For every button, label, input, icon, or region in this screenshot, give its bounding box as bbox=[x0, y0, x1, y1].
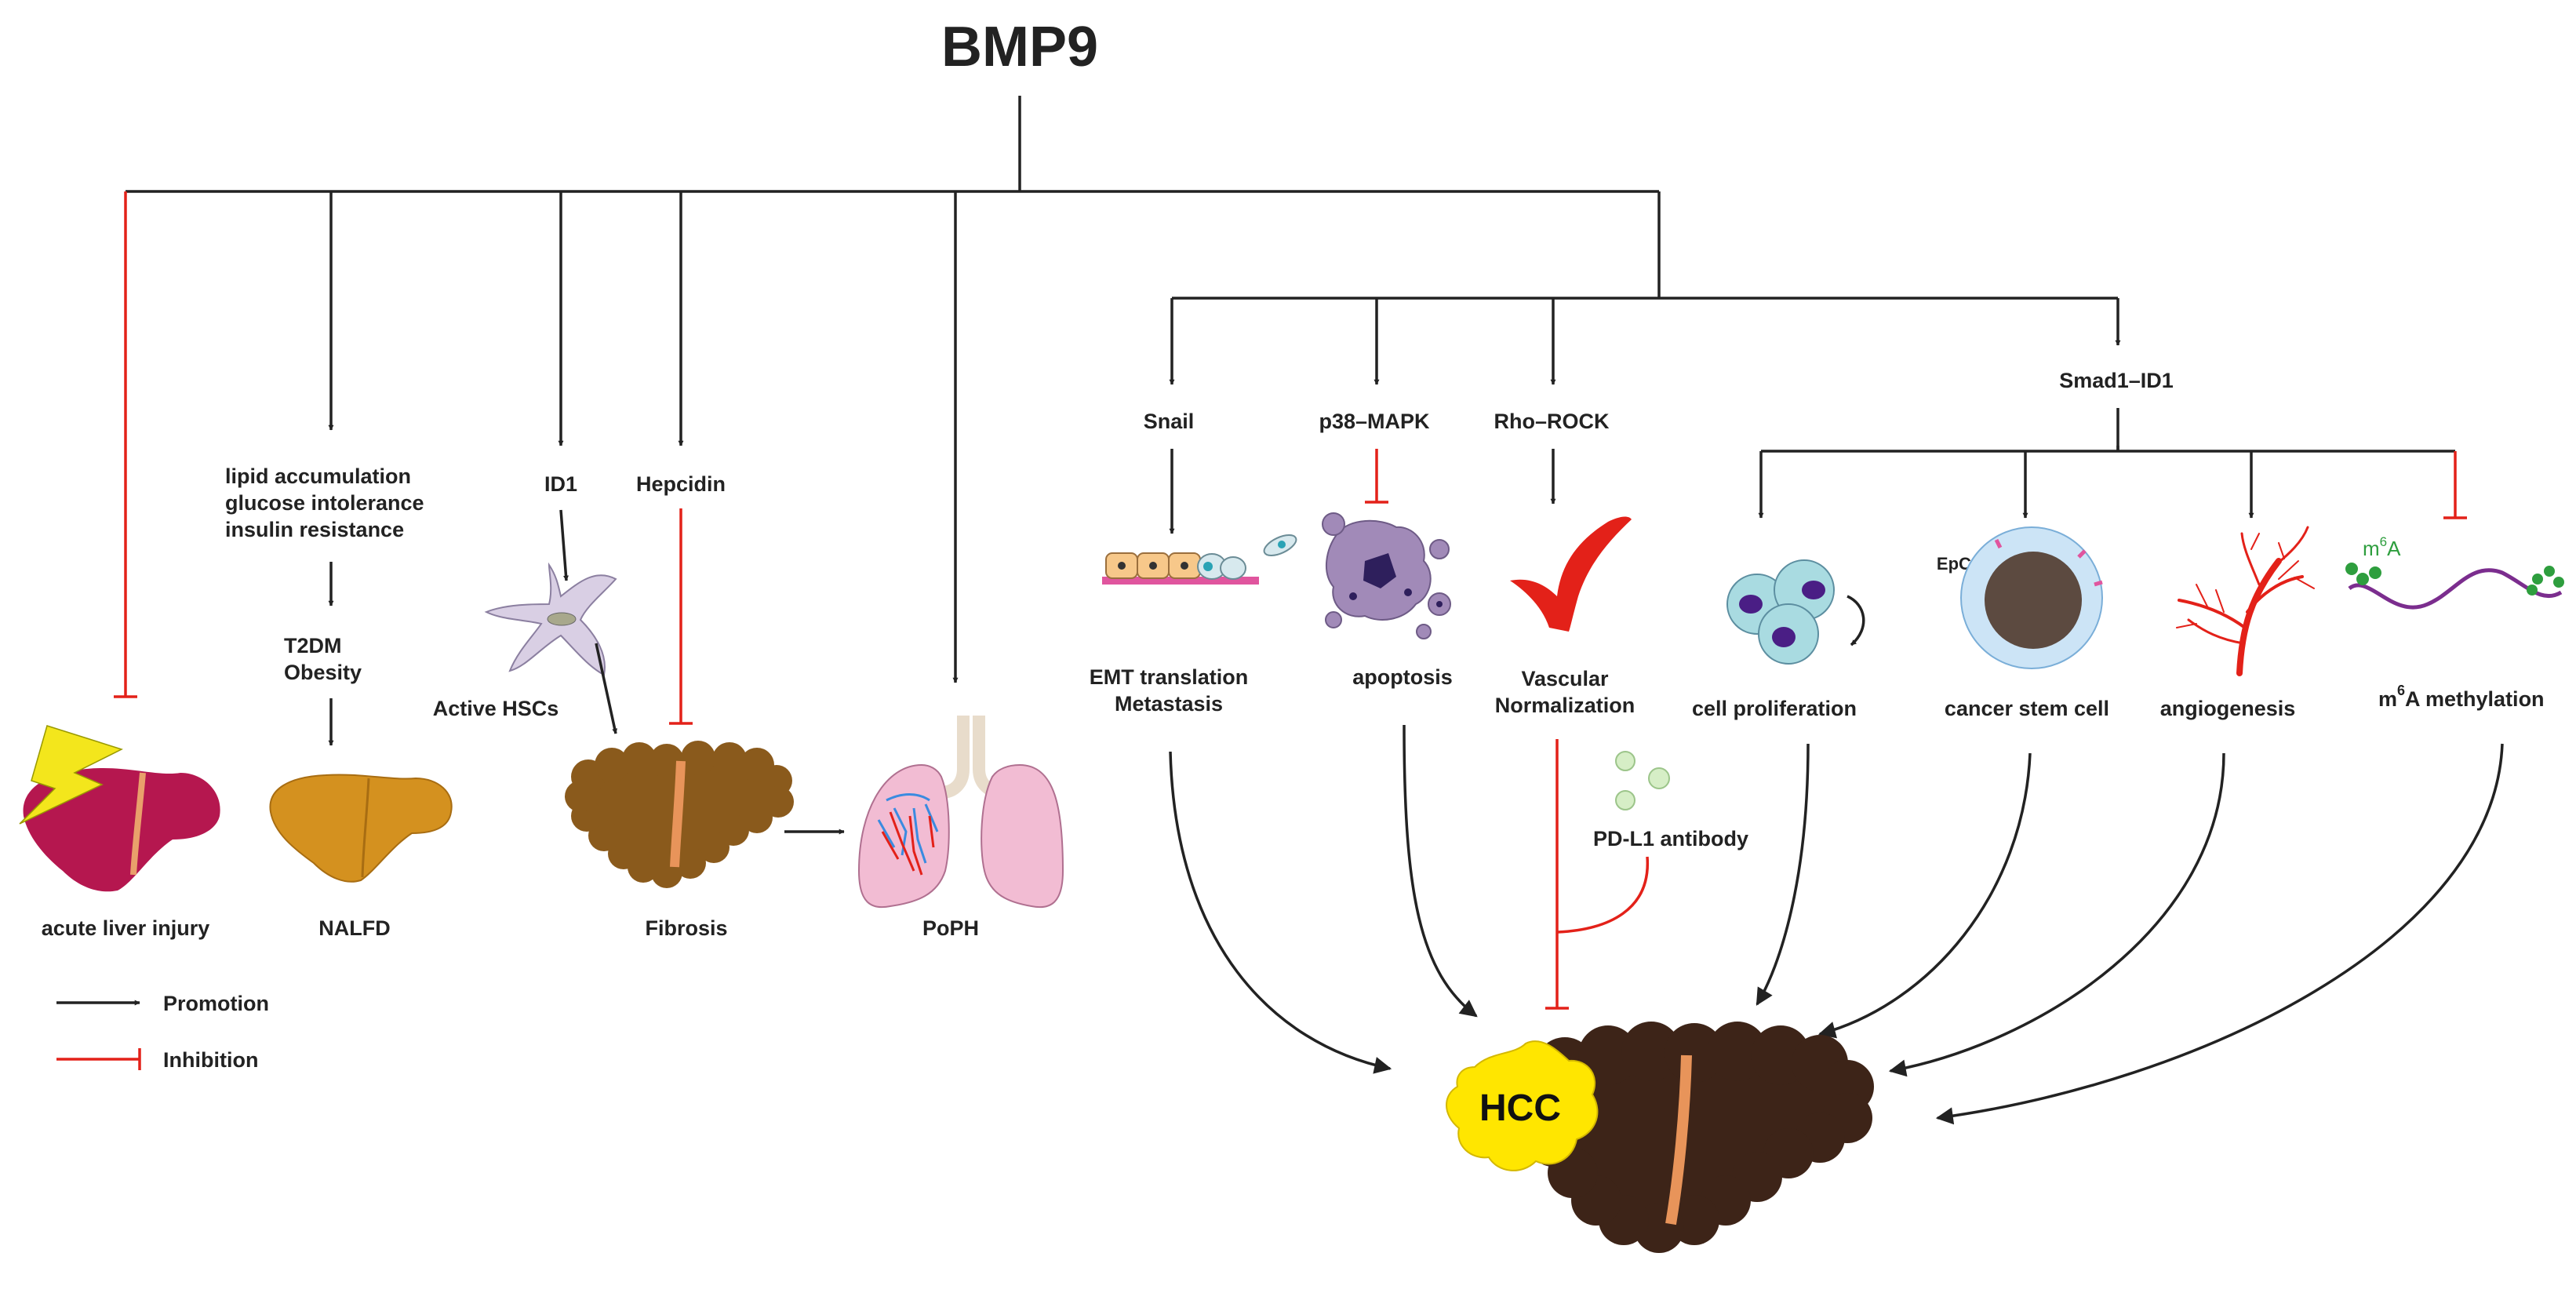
m6a-methylation-label: m6A methylation bbox=[2378, 683, 2545, 711]
p38-mapk-label: p38–MAPK bbox=[1319, 410, 1430, 433]
metastasis-label: Metastasis bbox=[1115, 692, 1223, 716]
obesity-label: Obesity bbox=[284, 661, 362, 684]
emt-cells-icon bbox=[1102, 534, 1297, 585]
normalization-label: Normalization bbox=[1495, 694, 1635, 717]
legend-promotion-label: Promotion bbox=[163, 992, 269, 1015]
legend-inhibition-label: Inhibition bbox=[163, 1048, 258, 1072]
snail-label: Snail bbox=[1144, 410, 1195, 433]
m6a-methylation-branch: m6A m6A methylation bbox=[1935, 534, 2564, 1125]
smad1-id1-branch: Smad1–ID1 bbox=[1758, 298, 2467, 519]
fibrosis-branch: ID1 Active HSCs Hepcidin Fibrosis bbox=[433, 191, 845, 940]
lightning-bolt-icon bbox=[19, 725, 123, 825]
poph-label: PoPH bbox=[922, 916, 979, 940]
diagram-title: BMP9 bbox=[941, 16, 1098, 78]
active-hscs-label: Active HSCs bbox=[433, 697, 559, 720]
cancer-stem-cell-branch: EpCAM cancer stem cell bbox=[1817, 526, 2109, 1039]
smad1-id1-label: Smad1–ID1 bbox=[2059, 369, 2174, 392]
glucose-intolerance-label: glucose intolerance bbox=[225, 491, 424, 515]
angiogenesis-label: angiogenesis bbox=[2160, 697, 2296, 720]
lung-icon bbox=[857, 716, 1064, 909]
id1-label: ID1 bbox=[544, 472, 577, 496]
poph-branch: PoPH bbox=[857, 191, 1064, 940]
rho-vascular-branch: Rho–ROCK Vascular Normalization PD-L1 an… bbox=[1494, 298, 1748, 1010]
hcc-tumor-shape bbox=[1446, 1040, 1599, 1171]
m6a-icon-label: m6A bbox=[2363, 534, 2401, 560]
vascular-label: Vascular bbox=[1521, 667, 1609, 690]
top-connector-tree bbox=[126, 96, 2119, 451]
cancer-stem-cell-icon bbox=[1960, 526, 2103, 669]
cell-proliferation-branch: cell proliferation bbox=[1692, 559, 1865, 1006]
apoptotic-cell-icon bbox=[1322, 512, 1451, 639]
angiogenesis-branch: angiogenesis bbox=[1888, 526, 2315, 1077]
hcc-liver: HCC bbox=[1446, 1022, 1874, 1253]
angiogenesis-vessel-icon bbox=[2176, 526, 2315, 676]
nalfd-label: NALFD bbox=[318, 916, 390, 940]
proliferating-cells-icon bbox=[1726, 559, 1865, 665]
insulin-resistance-label: insulin resistance bbox=[225, 518, 404, 541]
cell-proliferation-label: cell proliferation bbox=[1692, 697, 1857, 720]
lipid-accumulation-label: lipid accumulation bbox=[225, 464, 411, 488]
snail-emt-branch: Snail EMT translation Metastasis bbox=[1090, 298, 1392, 1074]
legend: Promotion Inhibition bbox=[56, 992, 269, 1072]
emt-translation-label: EMT translation bbox=[1090, 665, 1249, 689]
rho-rock-label: Rho–ROCK bbox=[1494, 410, 1610, 433]
hcc-label: HCC bbox=[1479, 1087, 1561, 1129]
hepcidin-label: Hepcidin bbox=[636, 472, 726, 496]
nalfd-branch: lipid accumulation glucose intolerance i… bbox=[225, 191, 453, 940]
m6a-dots-icon bbox=[2345, 563, 2564, 596]
pd-l1-antibody-label: PD-L1 antibody bbox=[1593, 827, 1748, 850]
cancer-stem-cell-label: cancer stem cell bbox=[1945, 697, 2109, 720]
hcc-liver-shape bbox=[1519, 1022, 1874, 1253]
fibrosis-liver-shape bbox=[565, 741, 794, 888]
nalfd-liver-shape bbox=[269, 774, 453, 883]
antibody-particles-icon bbox=[1615, 751, 1670, 810]
blood-vessel-icon bbox=[1510, 516, 1632, 632]
acute-liver-injury-label: acute liver injury bbox=[42, 916, 210, 940]
apoptosis-label: apoptosis bbox=[1352, 665, 1453, 689]
t2dm-label: T2DM bbox=[284, 634, 342, 657]
fibrosis-label: Fibrosis bbox=[645, 916, 727, 940]
p38-apoptosis-branch: p38–MAPK apoptosis bbox=[1319, 298, 1478, 1018]
acute-liver-injury-branch: acute liver injury bbox=[19, 191, 220, 940]
